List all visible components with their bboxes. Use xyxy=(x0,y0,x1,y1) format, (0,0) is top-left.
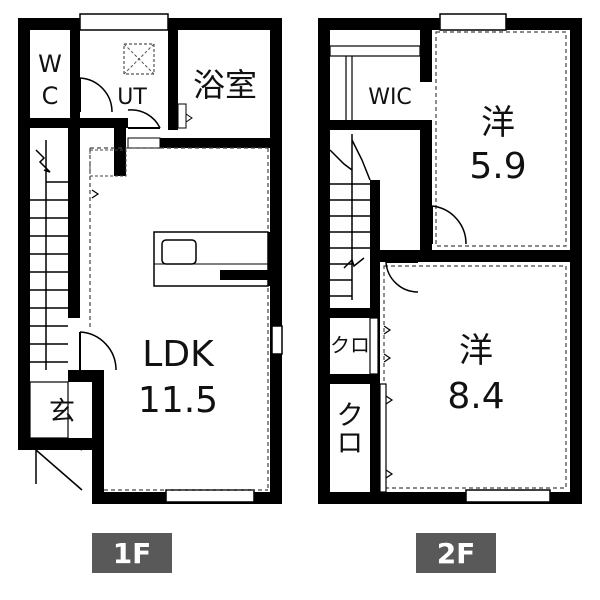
wall-2f-left xyxy=(318,18,330,504)
label-room1-name: 洋 xyxy=(481,103,515,143)
wall-2f-stair-right xyxy=(370,180,380,380)
label-room2-size: 8.4 xyxy=(447,376,504,417)
room1-boundary xyxy=(435,31,567,247)
wall-1f-bath-left xyxy=(168,18,178,130)
kitchen-counter xyxy=(153,231,270,287)
wall-2f-room-divider xyxy=(378,250,582,262)
label-closet2: クロ xyxy=(332,400,365,456)
wall-2f-closet1-top xyxy=(330,308,380,318)
wall-2f-wic-right-upper xyxy=(420,18,432,82)
door-1f-wc xyxy=(79,77,113,113)
label-wc-bottom: C xyxy=(42,82,59,110)
wall-1f-entrance-top xyxy=(68,370,104,382)
wall-1f-ut-bottom xyxy=(80,118,128,128)
wall-2f-room1-left xyxy=(420,120,432,250)
closet-doors xyxy=(369,317,394,493)
window-1f-ldk-right xyxy=(271,325,283,355)
wall-1f-stair-right xyxy=(68,128,80,318)
door-2f-room1 xyxy=(431,205,467,245)
wic-shelf xyxy=(329,45,421,120)
wall-1f-right xyxy=(270,18,282,504)
window-1f-ldk-bottom xyxy=(165,489,255,503)
door-1f-ut xyxy=(127,109,161,149)
wall-1f-left xyxy=(18,18,30,450)
door-1f-bath xyxy=(177,103,193,129)
floor-badge-1f: 1F xyxy=(92,533,172,573)
label-closet1: クロ xyxy=(330,333,370,357)
wall-1f-wc-bottom xyxy=(18,118,80,128)
wall-2f-wic-bottom xyxy=(330,120,432,130)
stairs-2f xyxy=(329,134,371,300)
floor-2-plan: WIC 洋 5.9 洋 8.4 クロ xyxy=(318,13,582,504)
ldk-boundary xyxy=(89,147,269,491)
label-ldk-name: LDK xyxy=(142,334,215,375)
label-ut: UT xyxy=(117,85,147,110)
wall-1f-wc-right xyxy=(70,18,80,128)
wall-2f-closet2-right xyxy=(370,374,380,492)
label-entrance: 玄 xyxy=(49,397,75,427)
window-2f-room1 xyxy=(439,13,507,31)
stairs-1f xyxy=(30,140,68,370)
window-1f-ut xyxy=(79,13,169,31)
window-2f-room2 xyxy=(465,489,551,503)
door-2f-room2 xyxy=(385,261,419,293)
floor-badge-2f: 2F xyxy=(416,533,496,573)
wall-1f-bath-bottom xyxy=(160,138,282,148)
wall-1f-ut-side xyxy=(114,128,126,176)
label-bath: 浴室 xyxy=(193,66,257,104)
door-1f-ldk xyxy=(79,331,117,371)
door-1f-entrance xyxy=(35,443,83,491)
label-room1-size: 5.9 xyxy=(469,146,526,187)
wall-1f-entrance-right xyxy=(92,380,104,504)
floor-1-plan: W C UT 浴室 LDK 11.5 玄 xyxy=(18,13,283,504)
wall-2f-closet-divider xyxy=(330,374,380,384)
room2-boundary xyxy=(383,265,567,489)
label-wc-top: W xyxy=(38,50,62,78)
label-wic: WIC xyxy=(368,85,412,110)
washer-space xyxy=(123,43,155,75)
label-ldk-size: 11.5 xyxy=(138,380,218,421)
label-room2-name: 洋 xyxy=(459,331,493,371)
